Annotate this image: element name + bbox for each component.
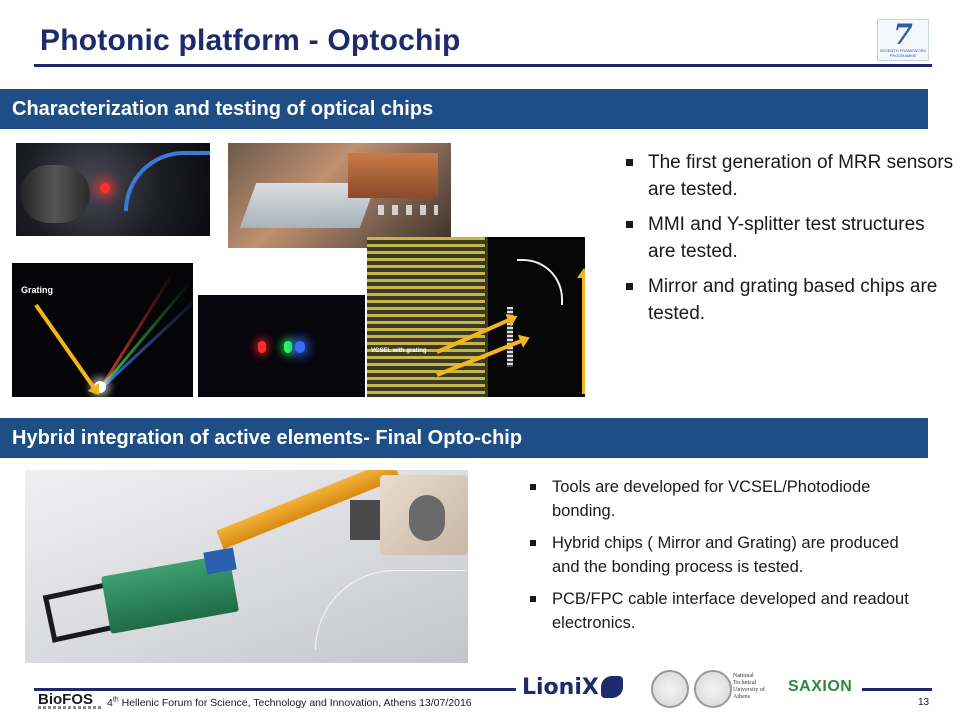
list-item: Mirror and grating based chips are teste… [624, 273, 954, 327]
fp7-logo-numeral: 7 [893, 18, 913, 51]
lens-shape [20, 165, 90, 223]
ordinal-suffix: th [112, 696, 119, 704]
footer-event-text: 4th Hellenic Forum for Science, Technolo… [107, 696, 472, 710]
saxion-logo: SAXION [788, 678, 853, 695]
biofos-logo-dots [38, 706, 102, 709]
blue-spot [295, 341, 305, 353]
copper-clamp [348, 153, 438, 198]
vertical-arrow-icon [582, 276, 585, 394]
photo-laser-setup [16, 143, 210, 236]
chip-dots [378, 205, 438, 215]
red-spot [258, 341, 266, 353]
section2-bullet-list: Tools are developed for VCSEL/Photodiode… [528, 475, 928, 643]
ntua-logo-text: National Technical University of Athens [733, 673, 765, 700]
grating-label: Grating [21, 285, 54, 295]
event-description: Hellenic Forum for Science, Technology a… [118, 697, 472, 709]
waveguide [507, 307, 513, 367]
fp7-logo-text: SEVENTH FRAMEWORK PROGRAMME [879, 48, 927, 58]
optical-fiber [315, 570, 465, 650]
list-item: PCB/FPC cable interface developed and re… [528, 587, 928, 635]
grating-arrow-icon [34, 303, 97, 390]
section-heading-text: Hybrid integration of active elements- F… [12, 426, 523, 449]
bond-fingers [367, 237, 485, 397]
photo-opto-chip-assembly [25, 470, 468, 663]
blue-ray [98, 292, 193, 391]
title-divider [34, 64, 932, 67]
biofos-logo-text: BioFOS [38, 691, 93, 708]
section-heading-text: Characterization and testing of optical … [12, 97, 434, 120]
section-heading-characterization: Characterization and testing of optical … [0, 89, 928, 129]
ntua-seal-icon [694, 670, 732, 708]
biofos-logo: BioFOS [38, 691, 104, 711]
list-item: Tools are developed for VCSEL/Photodiode… [528, 475, 928, 523]
slide-title: Photonic platform - Optochip [40, 24, 461, 57]
photo-grating-spectrum: Grating [12, 263, 193, 397]
university-seal-icon [651, 670, 689, 708]
green-spot [284, 341, 292, 353]
ordinal-number: 4 [107, 697, 113, 709]
lionix-logo: LioniX [522, 673, 623, 701]
photo-vcsel-chip: VCSEL with grating [367, 237, 585, 397]
laser-spot [100, 183, 110, 193]
vcsel-label: VCSEL with grating [371, 348, 427, 354]
chip-border [485, 237, 488, 397]
lion-icon [600, 676, 623, 698]
fp7-logo: 7 SEVENTH FRAMEWORK PROGRAMME [877, 19, 929, 61]
photo-rgb-spots [198, 295, 365, 397]
section-heading-hybrid-integration: Hybrid integration of active elements- F… [0, 418, 928, 458]
list-item: The first generation of MRR sensors are … [624, 149, 954, 203]
footer-divider-right [862, 688, 932, 691]
list-item: Hybrid chips ( Mirror and Grating) are p… [528, 531, 928, 579]
footer-divider-left [34, 688, 516, 691]
list-item: MMI and Y-splitter test structures are t… [624, 211, 954, 265]
lionix-logo-text: LioniX [522, 674, 599, 700]
section1-bullet-list: The first generation of MRR sensors are … [624, 149, 954, 335]
page-number: 13 [918, 697, 930, 708]
block-hole [409, 495, 445, 541]
photo-chip-clamp [228, 143, 451, 248]
cable-shape [124, 151, 210, 211]
